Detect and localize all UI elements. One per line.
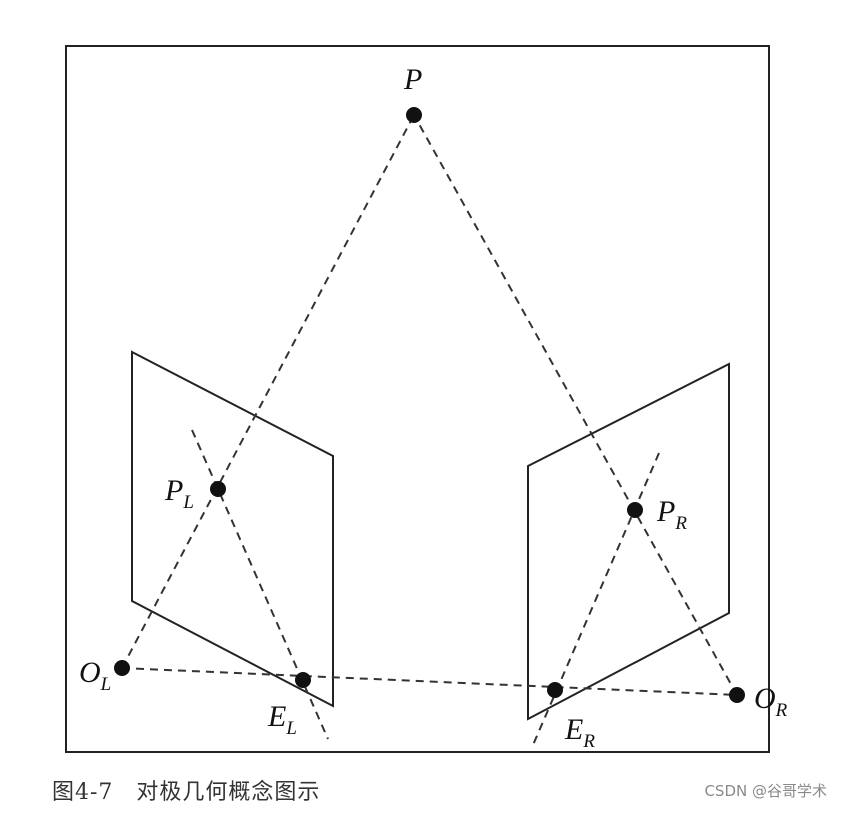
point-er <box>547 682 563 698</box>
label-ol: OL <box>79 656 111 695</box>
figure-caption: 图4-7 对极几何概念图示 <box>52 780 321 805</box>
point-p <box>406 107 422 123</box>
label-or: OR <box>754 682 788 721</box>
frame <box>65 45 770 753</box>
left-epipolar-line <box>191 429 329 740</box>
left-image-plane <box>131 350 334 708</box>
point-el <box>295 672 311 688</box>
right-image-plane <box>527 362 730 721</box>
point-or <box>729 687 745 703</box>
ray-ol-to-p <box>121 114 415 669</box>
label-er: ER <box>564 713 595 752</box>
label-pr: PR <box>656 495 687 534</box>
label-el: EL <box>267 700 297 739</box>
right-epipolar-line <box>532 452 660 746</box>
baseline-ol-or <box>121 667 738 696</box>
ray-or-to-p <box>413 114 738 696</box>
point-pl <box>210 481 226 497</box>
watermark: CSDN @谷哥学术 <box>704 782 827 800</box>
label-pl: PL <box>164 474 194 513</box>
point-pr <box>627 502 643 518</box>
label-p: P <box>403 63 422 96</box>
point-ol <box>114 660 130 676</box>
